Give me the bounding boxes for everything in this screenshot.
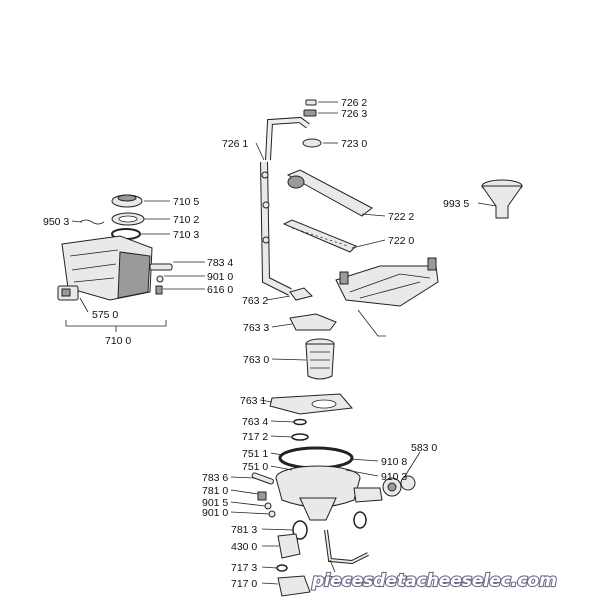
part-763-3 [289, 313, 337, 331]
label-722-2: 722 2 [388, 211, 414, 223]
pin-783-4 [149, 263, 173, 271]
label-751-0: 751 0 [242, 461, 268, 473]
part-783-6 [251, 472, 274, 485]
part-726-2 [305, 99, 317, 106]
label-710-3: 710 3 [173, 229, 199, 241]
label-901-5: 901 5 [202, 497, 228, 509]
label-726-2: 726 2 [341, 97, 367, 109]
label-901-0-top: 901 0 [207, 271, 233, 283]
cap-top [117, 194, 137, 202]
label-781-0: 781 0 [202, 485, 228, 497]
filter-body [305, 343, 335, 380]
part-781-0 [257, 491, 267, 501]
part-901-0b [268, 510, 276, 518]
clip-616-0 [155, 285, 163, 295]
label-763-3: 763 3 [243, 322, 269, 334]
label-726-1: 726 1 [222, 138, 248, 150]
upper-spray-arm [286, 169, 373, 217]
conduit-top [265, 116, 310, 161]
label-993-5: 993 5 [443, 198, 469, 210]
basket-rail [335, 257, 439, 337]
label-763-2: 763 2 [242, 295, 268, 307]
container-side [117, 251, 151, 299]
label-763-4: 763 4 [242, 416, 268, 428]
label-583-0: 583 0 [411, 442, 437, 454]
part-726-3 [303, 109, 317, 117]
label-717-2: 717 2 [242, 431, 268, 443]
oring-717-2 [291, 433, 309, 441]
label-901-0-bottom: 901 0 [202, 507, 228, 519]
pump-430-0 [277, 533, 301, 559]
label-616-0: 616 0 [207, 284, 233, 296]
label-723-0: 723 0 [341, 138, 367, 150]
leaders-left [71, 200, 205, 313]
part-labels: 726 2 726 3 726 1 723 0 710 5 950 3 710 … [43, 97, 469, 590]
label-950-3: 950 3 [43, 216, 69, 228]
label-910-8: 910 8 [381, 456, 407, 468]
label-763-0: 763 0 [243, 354, 269, 366]
label-710-5: 710 5 [173, 196, 199, 208]
leaders-lower [230, 399, 421, 585]
leaders-upper [255, 101, 386, 361]
label-717-0: 717 0 [231, 578, 257, 590]
label-575-0: 575 0 [92, 309, 118, 321]
part-723-0 [302, 138, 322, 148]
label-717-3: 717 3 [231, 562, 257, 574]
label-722-0: 722 0 [388, 235, 414, 247]
label-430-1: 430 1 [322, 574, 348, 586]
label-751-1: 751 1 [242, 448, 268, 460]
label-710-2: 710 2 [173, 214, 199, 226]
funnel-993-5 [477, 179, 523, 219]
clip-901-0 [156, 275, 164, 283]
group-bracket [65, 320, 167, 332]
label-910-3: 910 3 [381, 471, 407, 483]
part-901-5 [264, 502, 272, 510]
label-763-1: 763 1 [240, 395, 266, 407]
label-726-3: 726 3 [341, 108, 367, 120]
label-783-6: 783 6 [202, 472, 228, 484]
conduit-assembly [260, 99, 373, 380]
rail-frame [335, 265, 439, 307]
label-710-0: 710 0 [105, 335, 131, 347]
part-763-2 [289, 287, 313, 301]
label-781-3: 781 3 [231, 524, 257, 536]
sump-outlet [299, 497, 337, 521]
label-783-4: 783 4 [207, 257, 233, 269]
ring-751-1 [278, 446, 354, 470]
label-430-0: 430 0 [231, 541, 257, 553]
spring-part [79, 219, 105, 225]
watermark-text: piecesdetacheeselec.com [311, 571, 557, 591]
sump-assembly [251, 393, 416, 597]
ring-hole [118, 215, 138, 223]
sensor-plug [61, 288, 71, 297]
oring-763-4 [293, 418, 307, 426]
drain-pump-717-0 [277, 575, 311, 597]
container-ribs [69, 249, 119, 283]
flat-filter [269, 393, 353, 415]
lower-spray-arm [282, 219, 357, 253]
oring-717-3 [276, 564, 288, 572]
